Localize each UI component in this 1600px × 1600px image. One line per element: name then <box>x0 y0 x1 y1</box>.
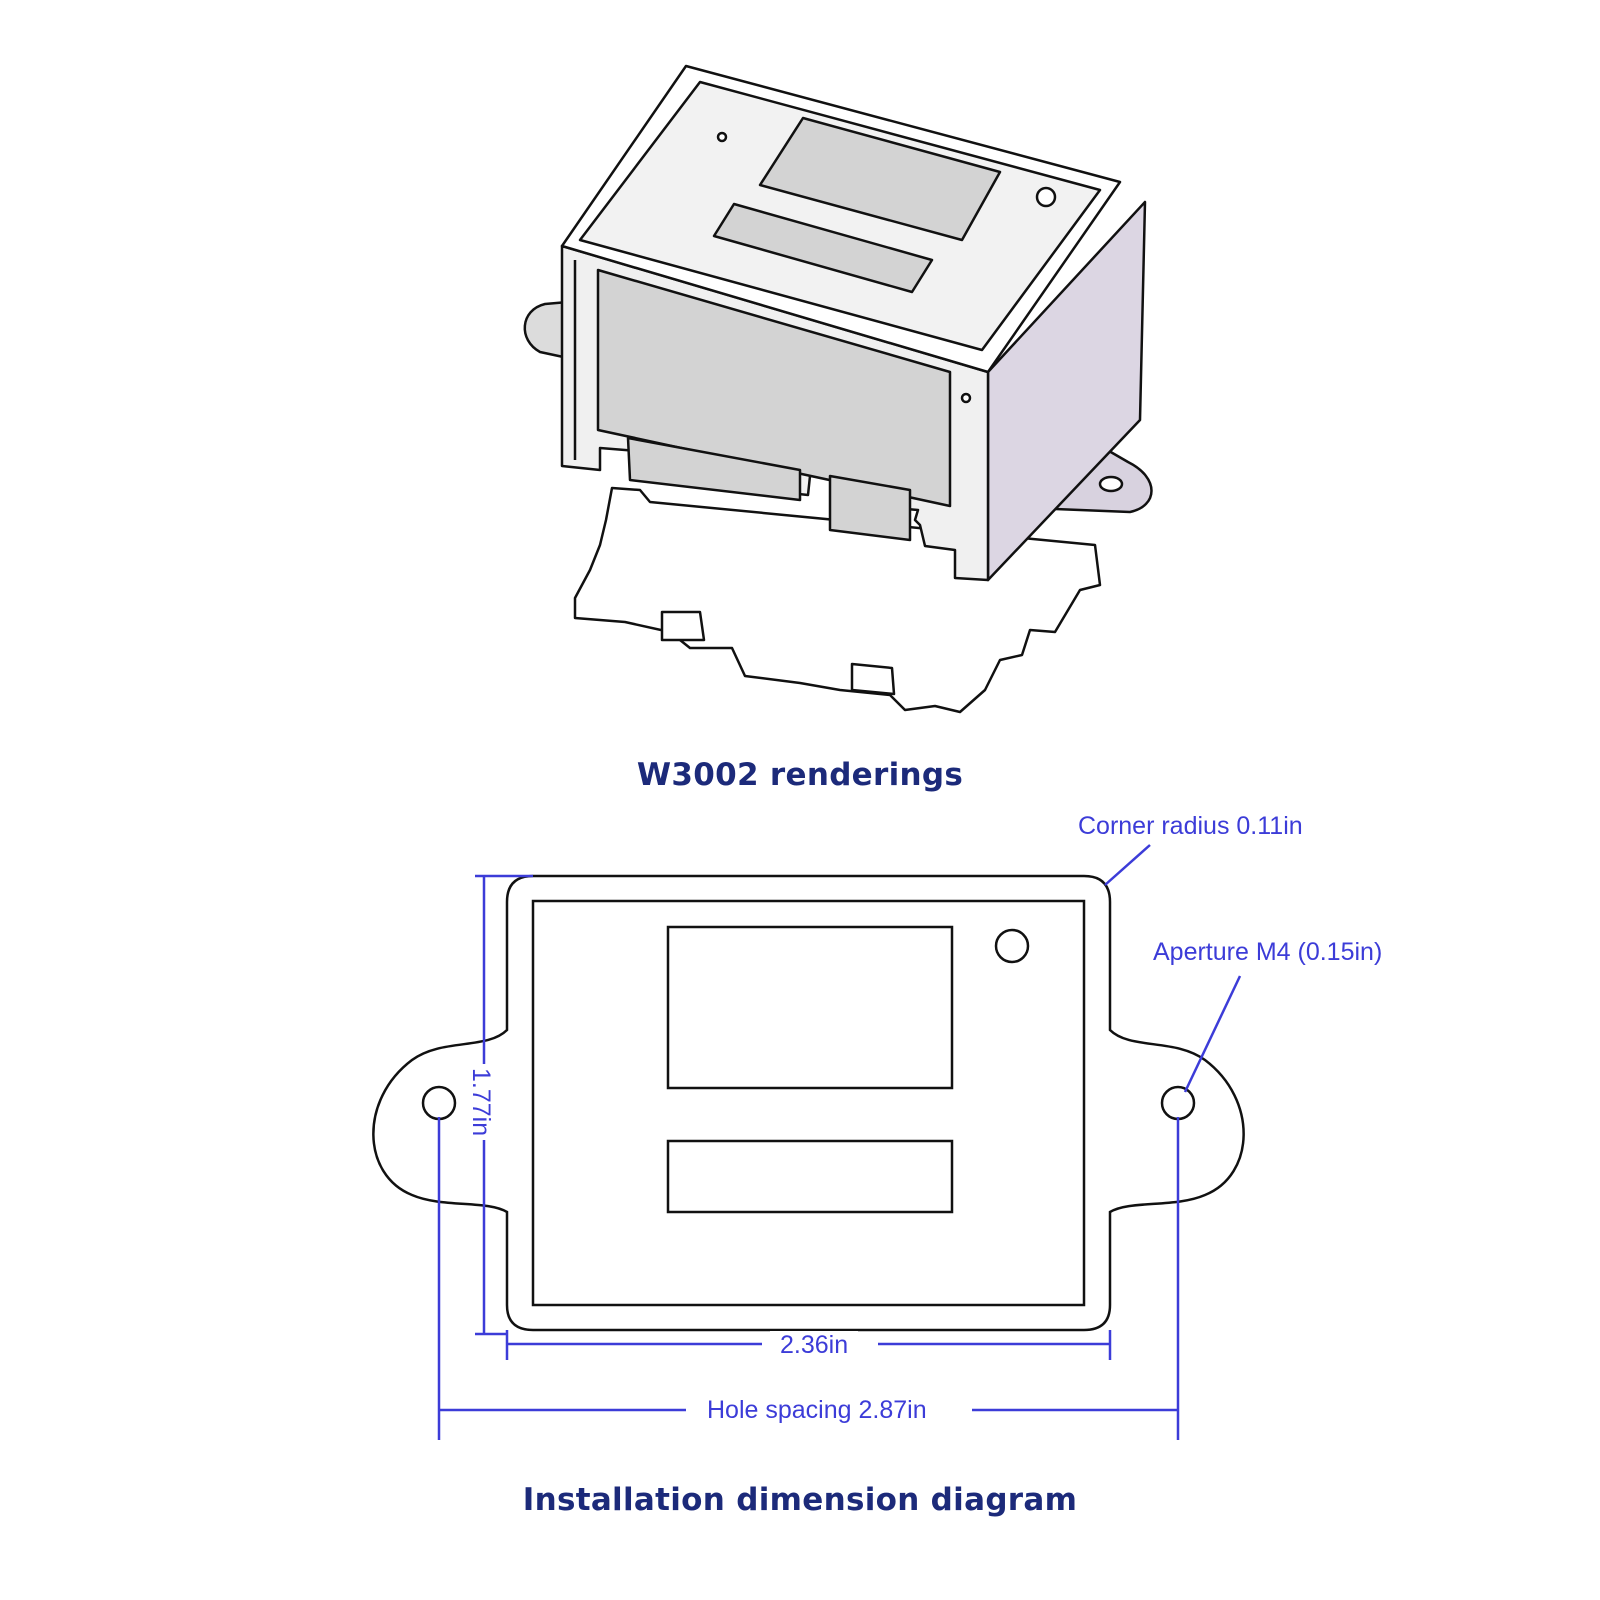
main-display-window <box>666 925 954 1090</box>
right-ear-hole <box>1098 475 1124 493</box>
top-inner-border <box>578 80 1102 352</box>
corner-radius-leader <box>1104 844 1151 886</box>
top-display-window <box>758 116 1002 242</box>
front-screw <box>960 392 972 404</box>
corner-radius-label: Corner radius 0.11in <box>1078 812 1303 840</box>
installation-caption: Installation dimension diagram <box>522 1482 1078 1518</box>
height-label: 1.77in <box>466 1064 495 1141</box>
width-dimension-line <box>505 1330 1112 1360</box>
left-mounting-ear <box>523 300 570 360</box>
inner-border <box>531 899 1086 1307</box>
renderings-caption: W3002 renderings <box>636 757 964 793</box>
aperture-leader <box>1183 975 1242 1093</box>
aperture-label: Aperture M4 (0.15in) <box>1153 938 1383 966</box>
top-indicator-hole <box>1035 186 1057 208</box>
secondary-display-window <box>666 1139 954 1214</box>
front-panel <box>596 268 952 508</box>
w3002-3d-rendering <box>523 64 1153 714</box>
top-screw <box>716 131 728 143</box>
bottom-tab-left <box>626 436 802 502</box>
hole-spacing-dimension-line <box>437 1117 1180 1440</box>
indicator-hole <box>994 928 1030 964</box>
hole-spacing-label: Hole spacing 2.87in <box>693 1396 941 1425</box>
pcb-connector-right <box>850 662 896 696</box>
width-label: 2.36in <box>770 1331 859 1360</box>
bottom-tab-right <box>828 474 912 542</box>
pcb-connector-left <box>660 610 706 642</box>
top-small-window <box>712 202 934 294</box>
